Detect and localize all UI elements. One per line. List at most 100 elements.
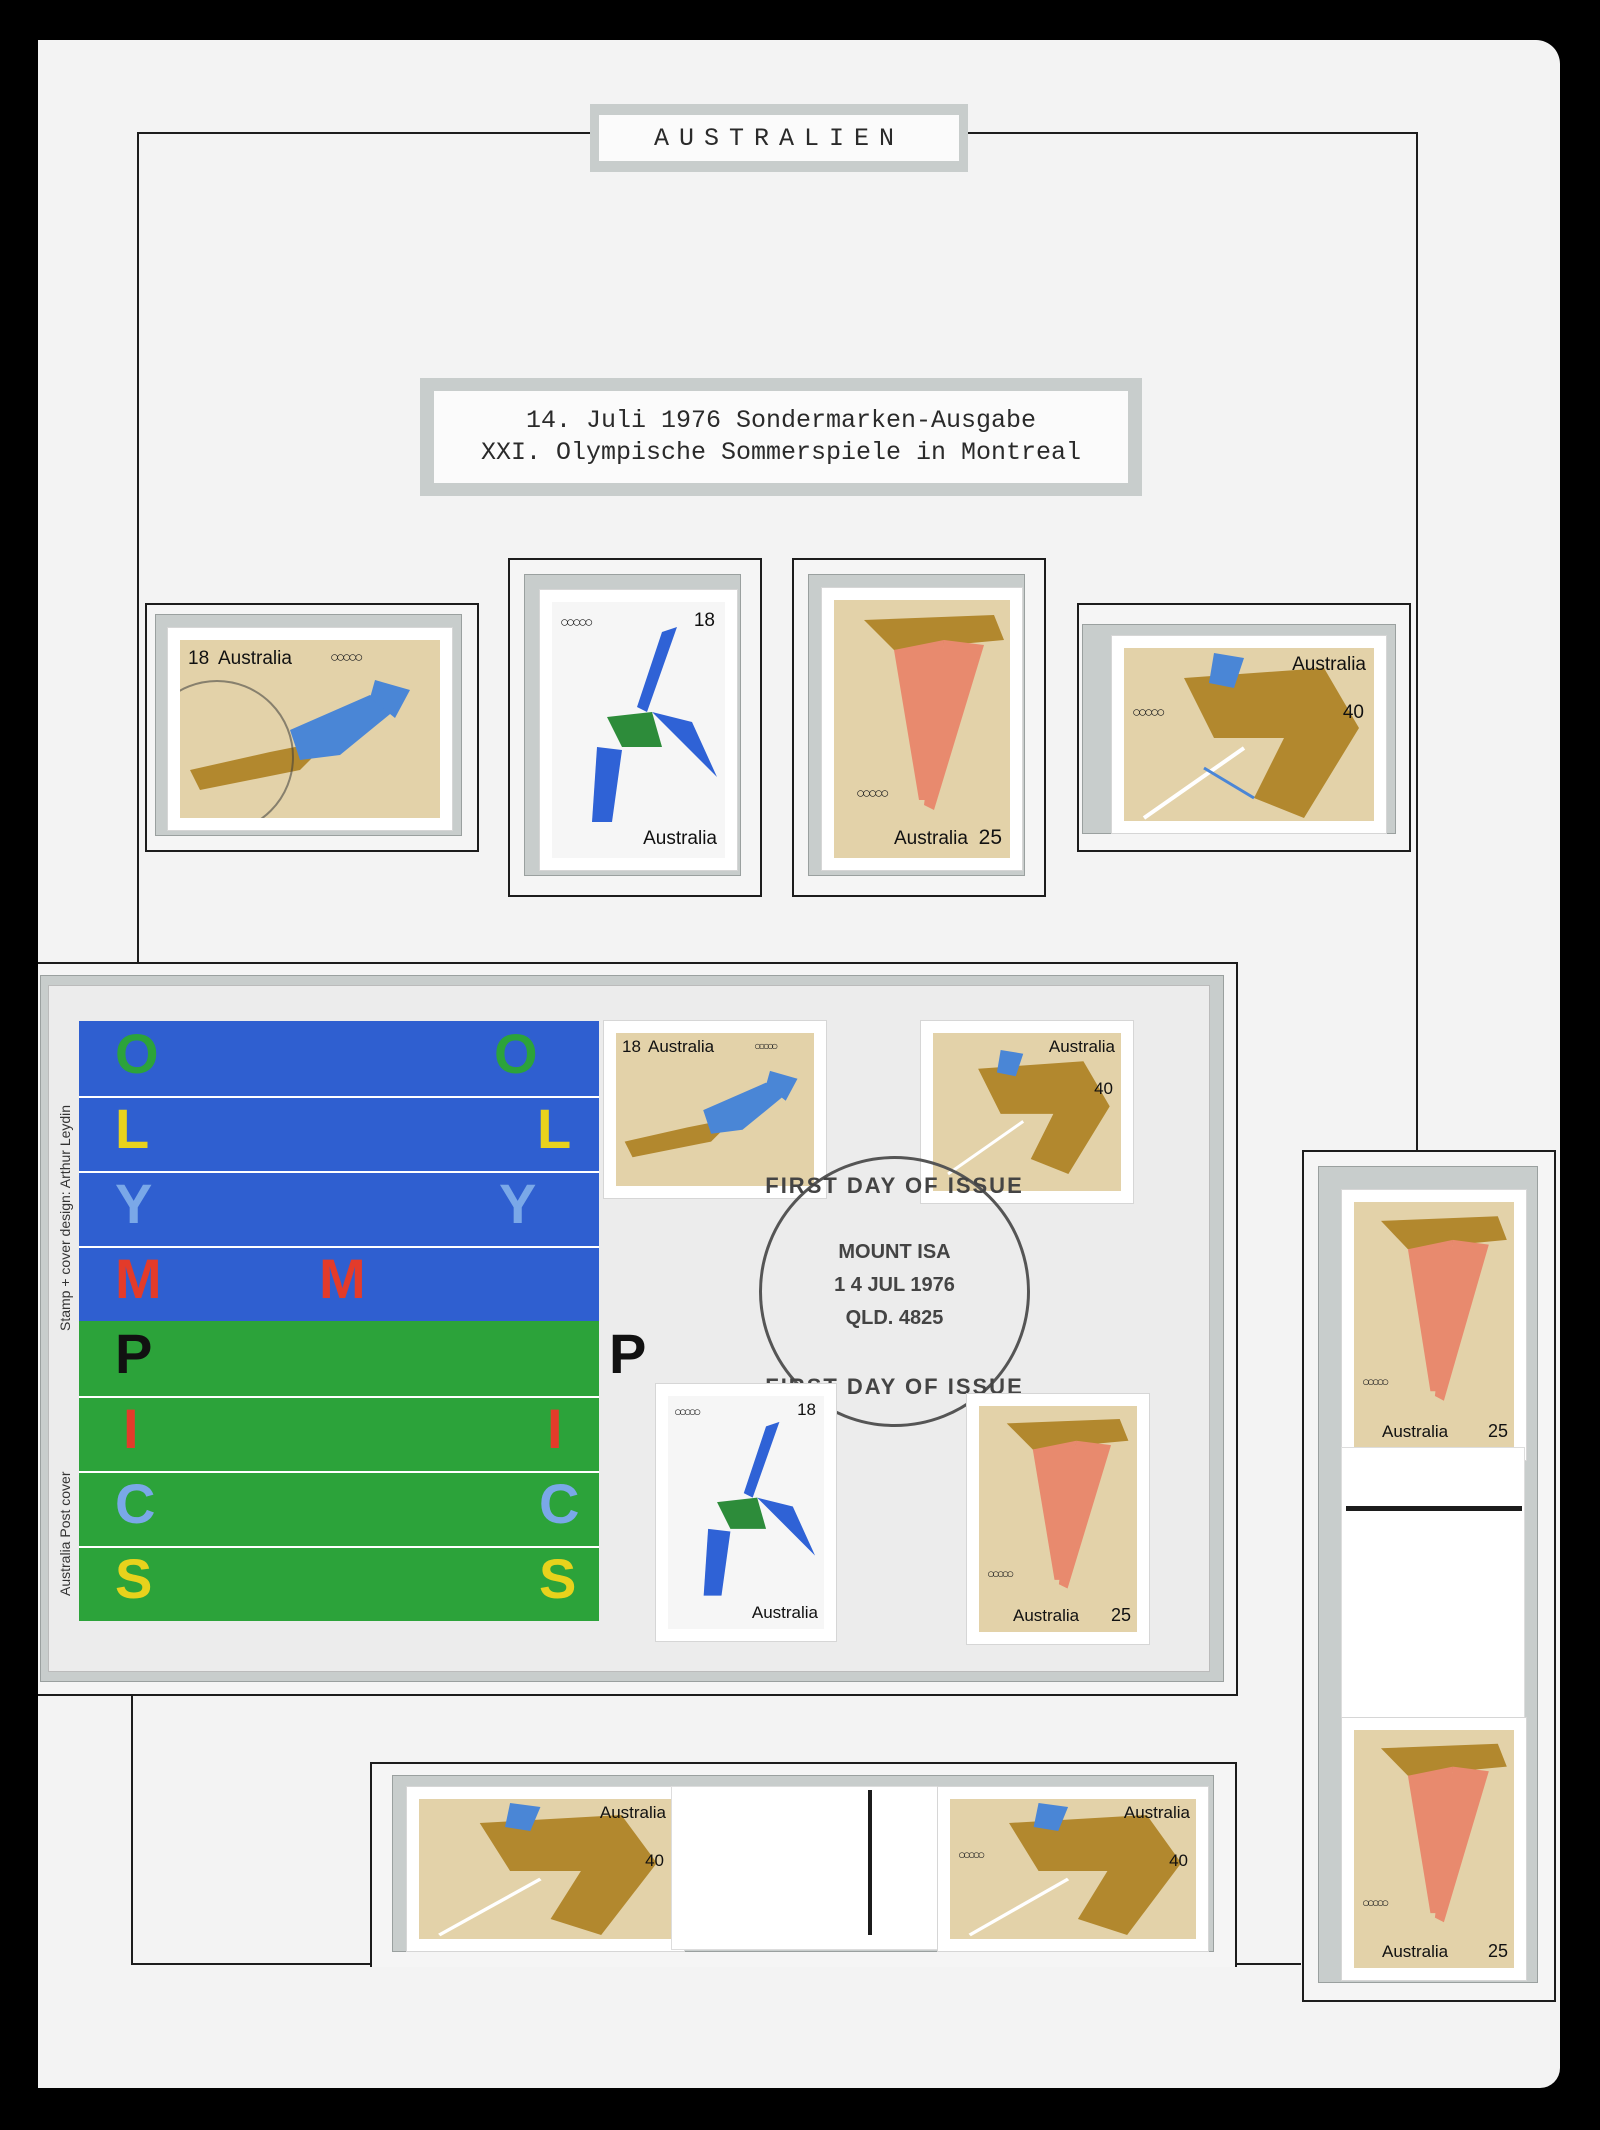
stamp-country: Australia xyxy=(643,828,717,849)
header-label-text: AUSTRALIEN xyxy=(653,123,905,153)
frame-line-left-upper xyxy=(137,132,139,962)
olympic-rings-icon: ○○○○○ xyxy=(1362,1374,1389,1389)
gutter-stamp-cyclist-40-right[interactable]: ○○○○○ Australia 40 xyxy=(938,1787,1208,1951)
stamp-value: 40 xyxy=(1342,702,1364,723)
cover-letter-left: I xyxy=(123,1397,139,1460)
cover-letter-left: S xyxy=(115,1547,153,1610)
swimmer-figure xyxy=(624,1070,798,1158)
stamp-gymnast-18[interactable]: ○○○○○ 18 Australia xyxy=(540,590,737,870)
frame-line-left-lower xyxy=(131,1690,133,1965)
stamp-value: 25 xyxy=(1110,1605,1131,1625)
cover-design-credit: Stamp + cover design: Arthur Leydin xyxy=(57,1104,73,1331)
stamp-country: Australia xyxy=(751,1603,818,1622)
cover-publisher-text: Australia Post cover xyxy=(57,1471,73,1597)
track-line xyxy=(79,1096,599,1098)
title-label: 14. Juli 1976 Sondermarken-Ausgabe XXI. … xyxy=(420,378,1142,496)
stamp-face: ○○○○○ Australia 25 xyxy=(979,1406,1137,1632)
cover-letter-left: M xyxy=(115,1247,162,1310)
postmark-line-3: QLD. 4825 xyxy=(845,1307,944,1329)
track-line xyxy=(79,1171,599,1173)
cover-letter-right: C xyxy=(539,1472,580,1535)
stamp-face: ○○○○○ Australia 25 xyxy=(1354,1202,1514,1448)
track-line xyxy=(79,1471,599,1473)
postmark-top-text: FIRST DAY OF ISSUE xyxy=(765,1173,1024,1198)
track-line xyxy=(79,1246,599,1248)
title-line-2: XXI. Olympische Sommerspiele in Montreal xyxy=(480,438,1082,467)
stamp-value: 18 xyxy=(693,610,715,631)
stamp-country: Australia xyxy=(599,1803,666,1822)
vertical-gutter-strip xyxy=(1342,1448,1524,1728)
cyclist-figure xyxy=(947,1049,1110,1176)
stamp-face: Australia 40 xyxy=(933,1033,1121,1191)
cover-letter-middle: M xyxy=(319,1247,366,1310)
olympic-rings-icon: ○○○○○ xyxy=(1132,704,1165,721)
stamp-diver-25[interactable]: ○○○○○ Australia 25 xyxy=(822,588,1022,870)
olympic-rings-icon: ○○○○○ xyxy=(987,1566,1014,1581)
cyclist-figure xyxy=(1142,653,1359,820)
frame-line-top-left xyxy=(137,132,590,134)
cover-letter-right: Y xyxy=(499,1172,537,1235)
stamp-face: ○○○○○ Australia 40 xyxy=(1124,648,1374,821)
stamp-value: 25 xyxy=(978,826,1002,849)
olympic-rings-icon: ○○○○○ xyxy=(1362,1895,1389,1910)
stamp-country: Australia xyxy=(1013,1606,1080,1625)
olympics-panel: O L Y M P I C S M O L Y P I C S xyxy=(79,1021,646,1621)
vertical-gutter-divider-line xyxy=(1346,1506,1522,1511)
stamp-cyclist-40[interactable]: ○○○○○ Australia 40 xyxy=(1112,636,1386,833)
title-line-1: 14. Juli 1976 Sondermarken-Ausgabe xyxy=(525,406,1037,435)
stamp-face: ○○○○○ Australia 25 xyxy=(1354,1730,1514,1968)
cover-letter-right: L xyxy=(537,1097,572,1160)
stamp-value: 18 xyxy=(622,1037,641,1056)
cover-letter-left: O xyxy=(115,1022,159,1085)
stamp-value: 40 xyxy=(1169,1851,1188,1870)
vertical-stamp-diver-25-bottom[interactable]: ○○○○○ Australia 25 xyxy=(1342,1718,1526,1980)
cover-letter-left: P xyxy=(115,1322,153,1385)
first-day-cover[interactable]: O L Y M P I C S M O L Y P I C S Stamp + … xyxy=(48,985,1210,1672)
stamp-value: 40 xyxy=(1094,1079,1113,1098)
cover-letter-left: Y xyxy=(115,1172,153,1235)
stamp-country: Australia xyxy=(1048,1037,1115,1056)
gutter-divider-line xyxy=(868,1790,872,1935)
stamp-face: Australia 40 xyxy=(419,1799,672,1939)
header-label: AUSTRALIEN xyxy=(590,104,968,172)
stamp-face: ○○○○○ Australia 40 xyxy=(950,1799,1196,1939)
frame-line-top-right xyxy=(968,132,1418,134)
cover-letter-left: C xyxy=(115,1472,156,1535)
stamp-country: Australia xyxy=(648,1037,715,1056)
stamp-face: ○○○○○ 18 Australia xyxy=(552,602,725,858)
postmark-line-2: 1 4 JUL 1976 xyxy=(834,1274,955,1296)
olympic-rings-icon: ○○○○○ xyxy=(958,1847,985,1862)
track-line xyxy=(79,1396,599,1398)
cover-stamp-gymnast-18[interactable]: ○○○○○ 18 Australia xyxy=(656,1384,836,1641)
stamp-face: 18 Australia ○○○○○ xyxy=(180,640,440,818)
cyclist-figure xyxy=(438,1803,657,1937)
stamp-country: Australia xyxy=(894,828,968,849)
cover-stamp-swimmer-18[interactable]: 18 Australia ○○○○○ xyxy=(604,1021,826,1198)
olympic-rings-icon: ○○○○○ xyxy=(856,785,889,802)
stamp-country: Australia xyxy=(1292,654,1366,675)
stamp-face: ○○○○○ 18 Australia xyxy=(668,1396,824,1629)
track-line xyxy=(79,1546,599,1548)
stamp-country: Australia xyxy=(1382,1422,1449,1441)
postmark-line-1: MOUNT ISA xyxy=(838,1241,951,1263)
gymnast-figure xyxy=(592,627,717,822)
stamp-country: Australia xyxy=(218,648,292,669)
vertical-stamp-diver-25-top[interactable]: ○○○○○ Australia 25 xyxy=(1342,1190,1526,1460)
stamp-face: ○○○○○ Australia 25 xyxy=(834,600,1010,858)
cover-letter-right: O xyxy=(494,1022,538,1085)
cover-stamp-diver-25[interactable]: ○○○○○ Australia 25 xyxy=(967,1394,1149,1644)
stamp-swimmer-18[interactable]: 18 Australia ○○○○○ xyxy=(168,628,452,830)
stamp-value: 18 xyxy=(797,1400,816,1419)
cover-letter-right: I xyxy=(547,1397,563,1460)
diver-figure xyxy=(864,615,1004,810)
cyclist-figure xyxy=(968,1803,1182,1937)
cover-letter-right: S xyxy=(539,1547,577,1610)
diver-figure xyxy=(1006,1419,1129,1589)
diver-figure xyxy=(1380,1743,1507,1923)
stamp-value: 25 xyxy=(1487,1421,1508,1441)
stamp-face: 18 Australia ○○○○○ xyxy=(616,1033,814,1186)
stamp-value: 25 xyxy=(1487,1941,1508,1961)
olympic-rings-icon: ○○○○○ xyxy=(330,649,363,666)
gutter-stamp-cyclist-40-left[interactable]: Australia 40 xyxy=(407,1787,684,1951)
stamp-country: Australia xyxy=(1382,1942,1449,1961)
